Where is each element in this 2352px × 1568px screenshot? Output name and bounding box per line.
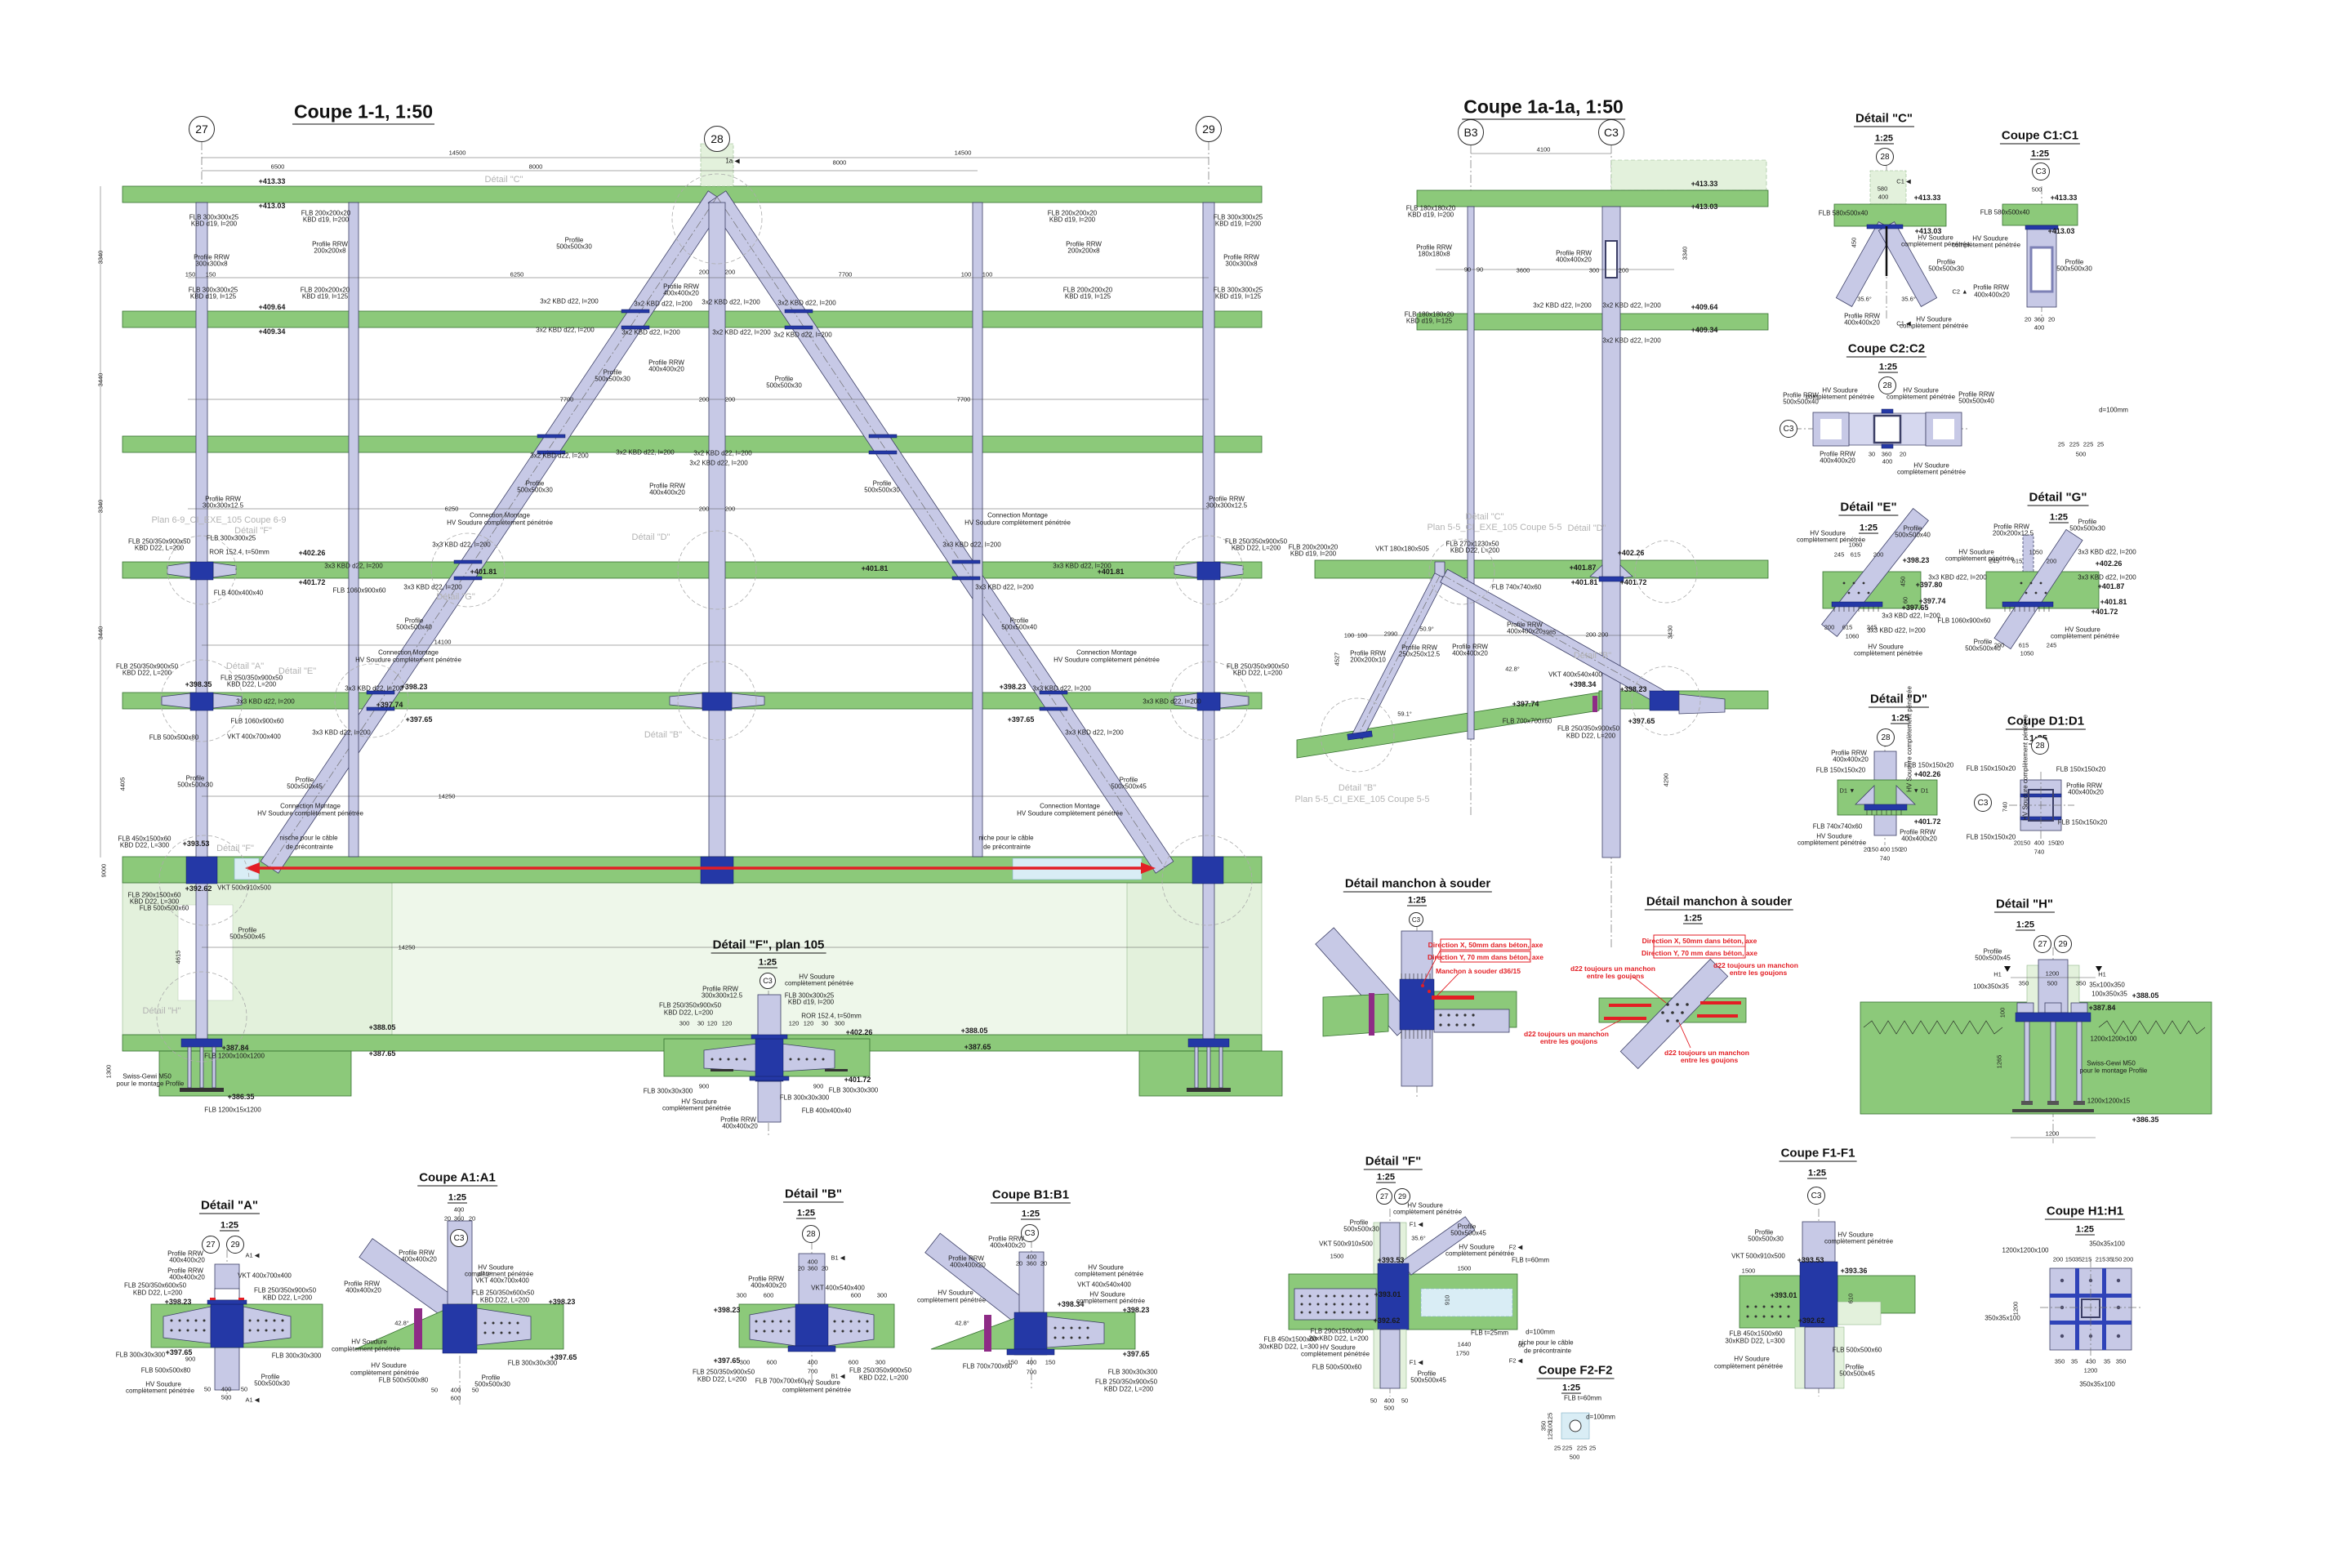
coupe-c2-drawing [1793,408,1970,449]
coupe-f1-drawing [1739,1209,1916,1396]
detail-a-drawing [150,1250,323,1401]
coupe-c1-drawing [2002,186,2078,323]
detail-g-drawing [1985,528,2100,650]
detail-d-drawing [1837,739,1938,845]
detail-b-drawing [738,1241,895,1388]
manchon-2-drawing [1598,934,1747,1070]
coupe-h1-drawing [2040,1259,2141,1359]
detail-e-drawing [1821,508,1929,637]
coupe-1a-1a-drawing [1296,145,1769,947]
detail-h-drawing [1860,947,2212,1143]
manchon-1-drawing [1315,923,1531,1098]
detail-f-drawing [1288,1209,1518,1396]
detail-c-drawing [1833,163,1947,318]
coupe-d1-drawing [2009,772,2074,840]
coupe-a1-drawing [354,1209,564,1405]
coupe-1-1-drawing [100,142,1283,1097]
coupe-f2-drawing [1561,1412,1590,1440]
detail-f105-drawing [663,976,871,1135]
coupe-b1-drawing [924,1232,1136,1388]
